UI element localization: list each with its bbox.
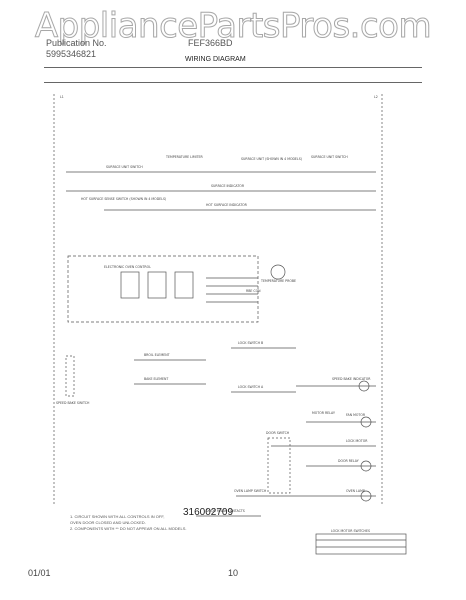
header-divider (44, 67, 422, 68)
diagram-notes: 1. CIRCUIT SHOWN WITH ALL CONTROLS IN OF… (70, 514, 220, 532)
note-line: OVEN DOOR CLOSED AND UNLOCKED. (70, 520, 146, 525)
lock-switch-b-label: LOCK SWITCH B (238, 341, 263, 345)
l2-label: L2 (374, 95, 378, 99)
electronic-oven-control-label: ELECTRONIC OVEN CONTROL (104, 265, 151, 269)
hot-surface-switch-label: HOT SURFACE SENSE SWITCH (SHOWN IN 4 MOD… (81, 197, 166, 201)
door-relay-label: DOOR RELAY (338, 459, 359, 463)
hot-surface-indicator-label: HOT SURFACE INDICATOR (206, 203, 248, 207)
oven-lamp-label: OVEN LAMP (346, 489, 365, 493)
surface-unit-switch-1-label: SURFACE UNIT SWITCH (106, 165, 143, 169)
watermark-text: AppliancePartsPros.com (34, 6, 432, 47)
oven-lamp-switch-label: OVEN LAMP SWITCH (234, 489, 267, 493)
speed-bake-indicator-label: SPEED BAKE INDICATOR (332, 377, 371, 381)
frame-top-rule (44, 82, 422, 83)
page-title: WIRING DIAGRAM (185, 56, 246, 63)
document-number: 316002709 (183, 507, 234, 518)
l1-label: L1 (60, 95, 64, 99)
lock-motor-label: LOCK MOTOR (346, 439, 368, 443)
wiring-diagram: L1 L2 SURFACE UNIT SWITCH TEMPERATURE LI… (46, 86, 416, 556)
temperature-probe-label: TEMPERATURE PROBE (260, 279, 296, 283)
fan-motor-label: FAN MOTOR (346, 413, 366, 417)
publication-number: 5995346821 (46, 49, 97, 59)
footer-date: 01/01 (28, 568, 51, 578)
surface-unit-switch-2-label: SURFACE UNIT SWITCH (311, 155, 348, 159)
door-switch-label: DOOR SWITCH (266, 431, 290, 435)
lock-motor-switches-label: LOCK MOTOR SWITCHES (331, 529, 370, 533)
publication-label: Publication No. (46, 38, 107, 48)
rbe-con-label: RBE CON (246, 289, 261, 293)
surface-indicator-label: SURFACE INDICATOR (211, 184, 245, 188)
speed-bake-switch-label: SPEED BAKE SWITCH (56, 401, 90, 405)
temperature-limiter-label: TEMPERATURE LIMITER (165, 155, 204, 159)
broil-element-label: BROIL ELEMENT (144, 353, 170, 357)
bake-element-label: BAKE ELEMENT (144, 377, 168, 381)
surface-unit-label: SURFACE UNIT (SHOWN IN 4 MODELS) (241, 157, 302, 161)
wiring-diagram-svg: L1 L2 SURFACE UNIT SWITCH TEMPERATURE LI… (53, 94, 407, 555)
lock-switch-a-label: LOCK SWITCH A (238, 385, 264, 389)
footer-page-number: 10 (228, 568, 239, 578)
note-line: 1. CIRCUIT SHOWN WITH ALL CONTROLS IN OF… (70, 514, 165, 519)
publication-block: Publication No. 5995346821 (46, 38, 107, 60)
motor-relay-label: MOTOR RELAY (312, 411, 335, 415)
note-line: 2. COMPONENTS WITH ** DO NOT APPEAR ON A… (70, 526, 187, 531)
door-relay-contacts-label: DOOR RELAY CONTACTS (206, 509, 245, 513)
model-number: FEF366BD (188, 38, 233, 48)
